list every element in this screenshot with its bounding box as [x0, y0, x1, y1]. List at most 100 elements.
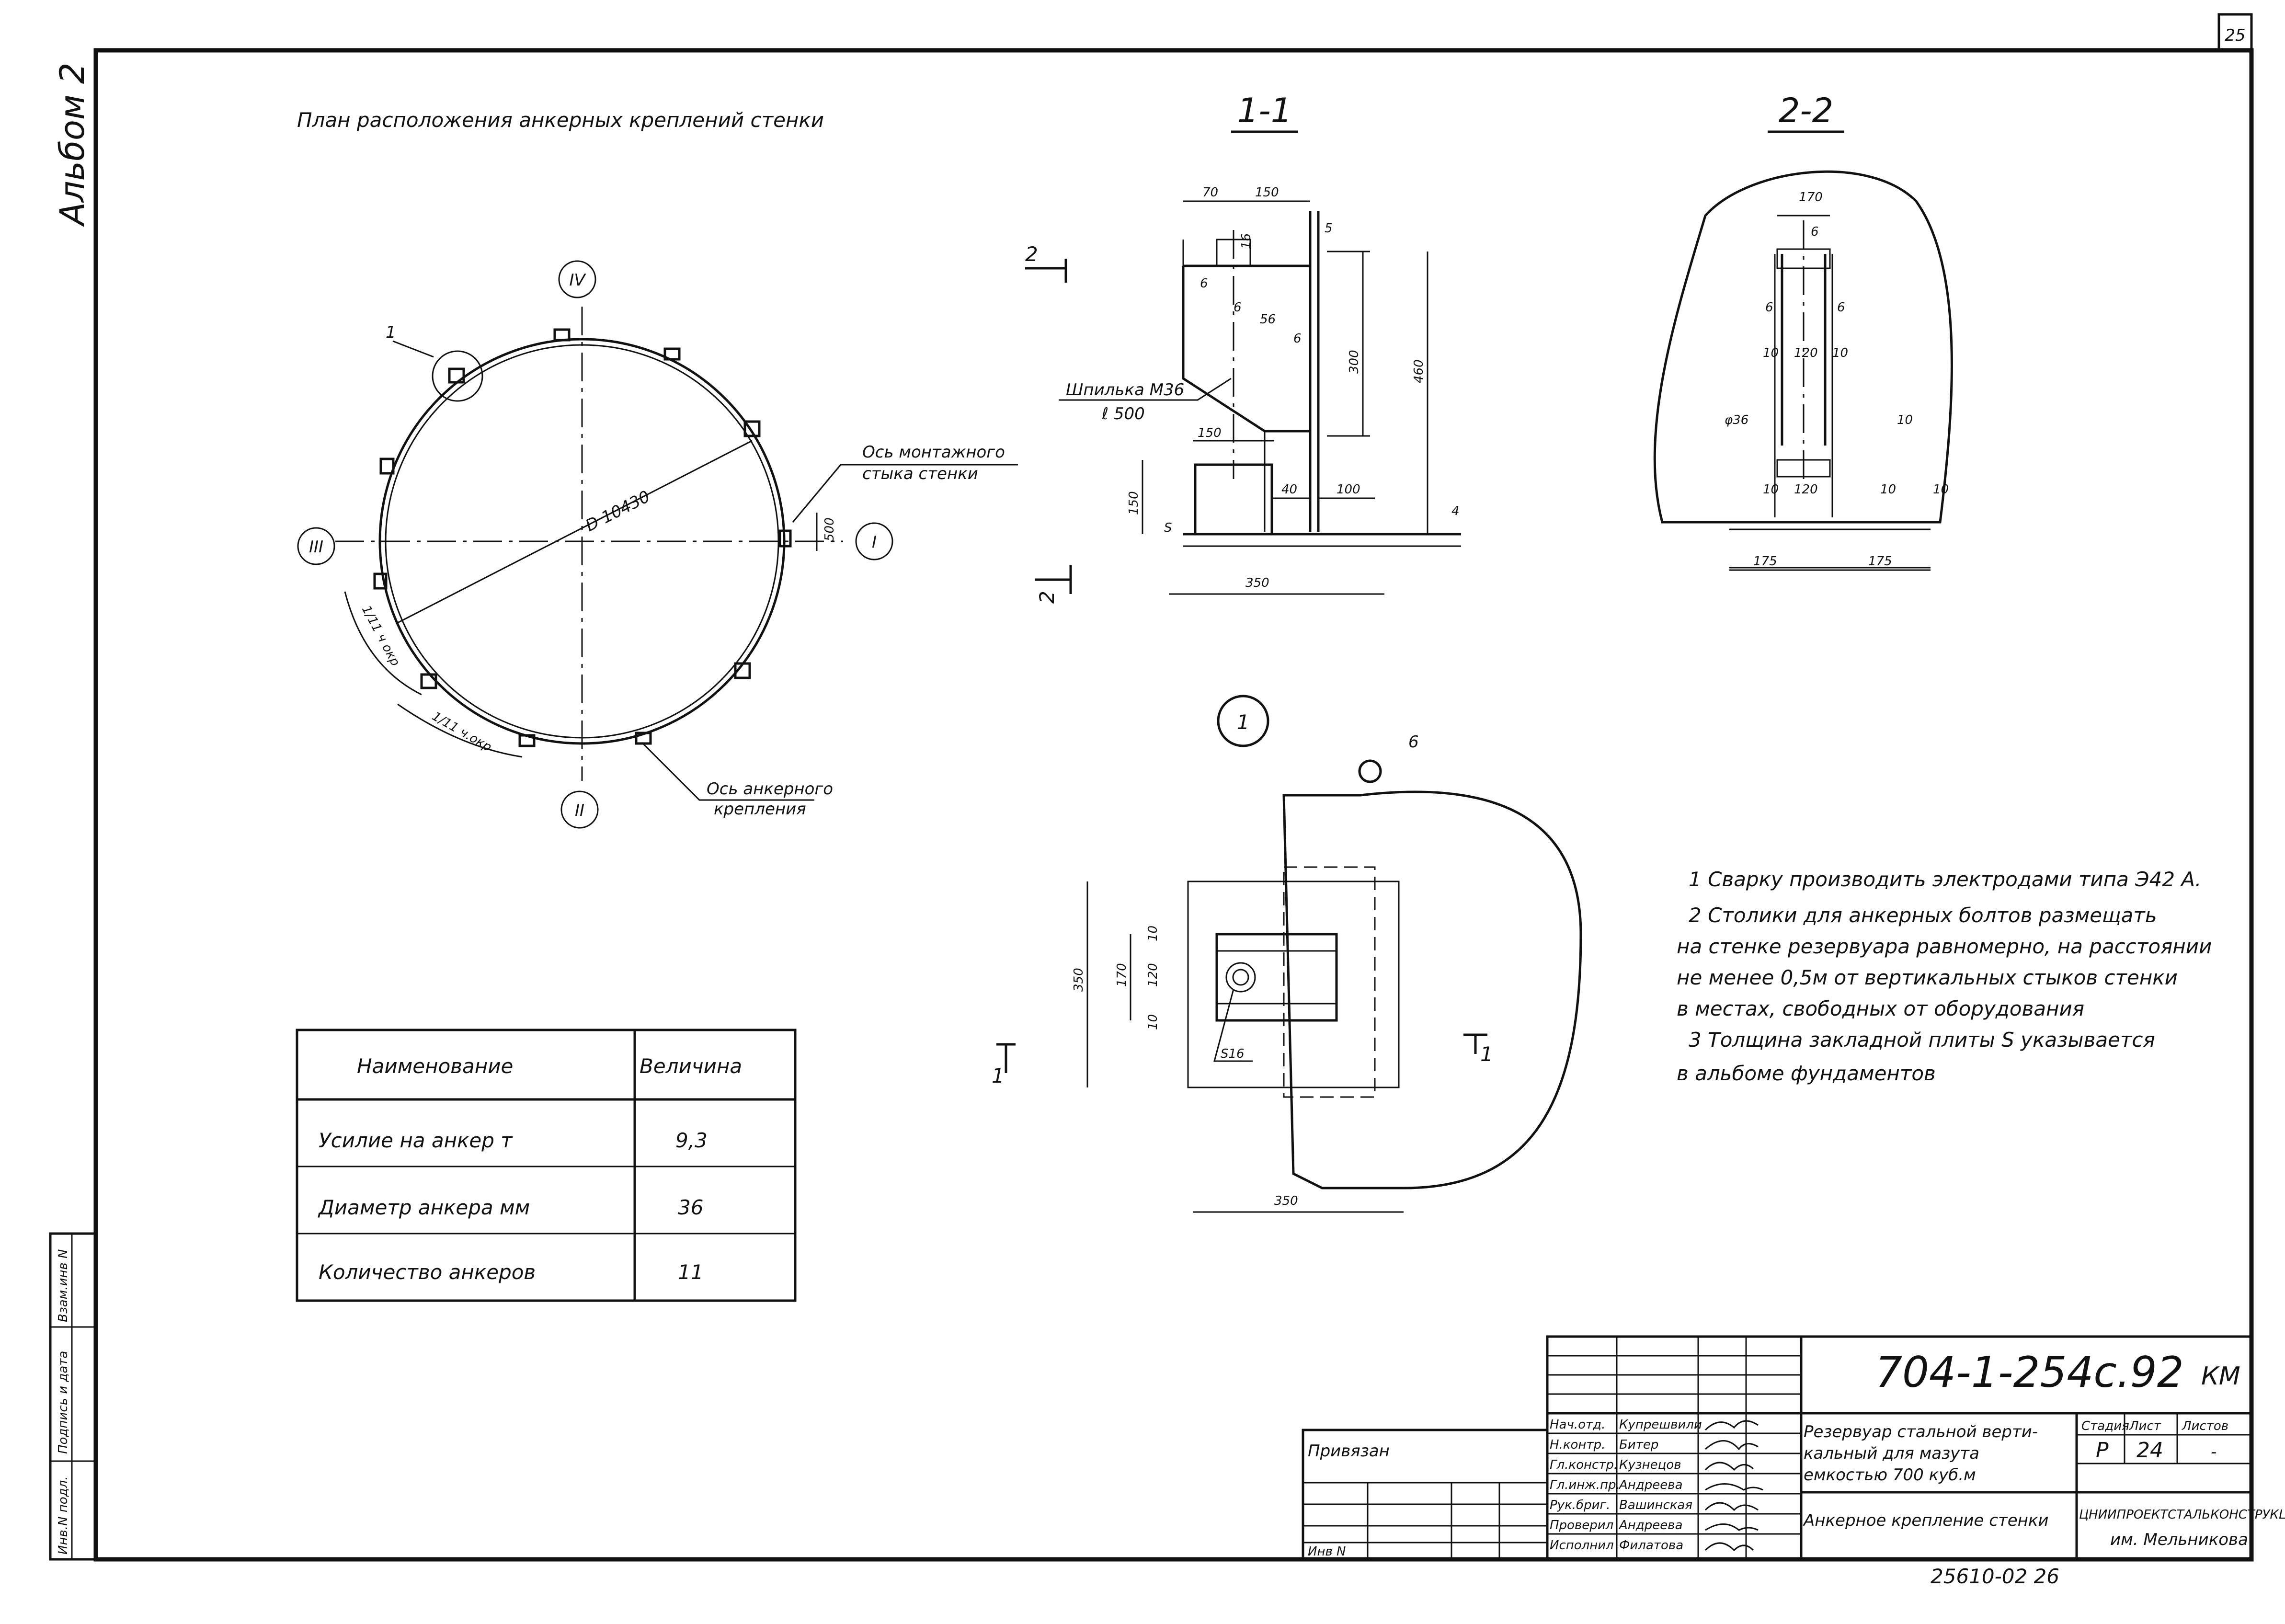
dim-S: S — [1164, 521, 1172, 535]
axis-II-bubble — [560, 790, 599, 829]
section-2-2-title: 2-2 — [1779, 91, 1833, 130]
table-row-3-value: 11 — [678, 1260, 703, 1284]
page-number: 25 — [2225, 26, 2245, 45]
dim-4: 4 — [1451, 504, 1460, 518]
org-line-1: ЦНИИПРОЕКТСТАЛЬКОНСТРУКЦИЯ — [2079, 1508, 2285, 1522]
axis-I-label: I — [872, 533, 877, 552]
node-weld-label: S16 — [1221, 1047, 1245, 1061]
signature-0 — [1704, 1420, 1759, 1431]
dim-2-6c: 6 — [1837, 300, 1845, 315]
sheet-no-value: 24 — [2136, 1438, 2163, 1463]
table-row-1-name: Усилие на анкер т — [319, 1129, 513, 1152]
dim-2-120b: 120 — [1794, 482, 1818, 497]
node-dim-170: 170 — [1115, 963, 1129, 987]
axis-III-label: III — [309, 538, 323, 557]
anchor-axis-label-1: Ось анкерного — [707, 779, 833, 799]
album-label: Альбом 2 — [53, 63, 92, 227]
dim-2-120a: 120 — [1794, 346, 1818, 360]
axis-I-bubble — [855, 522, 893, 560]
arc-label-1: 1/11 ч окр — [359, 603, 402, 668]
role-2: Гл.констр. — [1550, 1458, 1618, 1472]
node-1-circle — [1217, 695, 1269, 747]
table-header-name: Наименование — [357, 1054, 513, 1078]
diameter-line — [397, 440, 753, 624]
note-line-2: 2 Столики для анкерных болтов размещать — [1689, 903, 2157, 927]
dim-2-10b: 10 — [1832, 346, 1848, 360]
table-row-2-value: 36 — [678, 1196, 703, 1219]
section-1-1-title: 1-1 — [1237, 91, 1292, 130]
dim-150-left: 150 — [1127, 491, 1141, 515]
title-inv-n: Инв N — [1308, 1544, 1346, 1559]
arc-label-2: 1/11 ч.окр — [430, 709, 494, 755]
axis-II-label: II — [575, 801, 584, 820]
node-1-outline — [1282, 790, 1582, 1189]
dim-2-175a: 175 — [1753, 554, 1777, 569]
dim-70: 70 — [1202, 185, 1218, 200]
archive-number: 25610-02 26 — [1931, 1565, 2059, 1588]
org-line-2: им. Мельникова — [2110, 1530, 2248, 1549]
dim-150-top: 150 — [1255, 185, 1279, 200]
node-dim-350b: 350 — [1274, 1194, 1298, 1208]
dim-100: 100 — [1337, 482, 1360, 497]
section-2-2-outline — [1653, 170, 1953, 524]
dim-2-10f: 10 — [1933, 482, 1949, 497]
note-line-7: в альбоме фундаментов — [1677, 1062, 1936, 1085]
title-privyazan: Привязан — [1308, 1441, 1390, 1461]
node-1-label: 1 — [1237, 710, 1250, 734]
table-row-2-name: Диаметр анкера мм — [318, 1196, 530, 1219]
dim-460: 460 — [1412, 359, 1426, 383]
dim-6b: 6 — [1293, 332, 1302, 346]
node-dim-120: 120 — [1146, 963, 1160, 987]
dim-150-mid: 150 — [1198, 426, 1222, 440]
section-1-1: 1-1 70 150 16 5 6 56 300 460 150 40 100 — [1025, 91, 1461, 604]
node-1-callout-label: 1 — [386, 323, 396, 342]
anchor-axis-label-2: крепления — [714, 800, 806, 819]
dim-2-phi36: φ36 — [1725, 413, 1748, 427]
dim-300: 300 — [1347, 350, 1361, 374]
role-1: Н.контр. — [1550, 1438, 1605, 1452]
dim-6c: 6 — [1234, 300, 1242, 315]
note-line-3: на стенке резервуара равномерно, на расс… — [1677, 935, 2212, 958]
stage-value: Р — [2096, 1438, 2109, 1463]
cut-2-bottom: 2 — [1035, 591, 1059, 604]
side-stamp-inv: Инв.N подл. — [56, 1476, 70, 1555]
dim-2-10d: 10 — [1763, 482, 1779, 497]
role-0: Нач.отд. — [1550, 1418, 1605, 1432]
side-stamp-sign: Подпись и дата — [56, 1351, 70, 1454]
dim-2-170: 170 — [1799, 190, 1823, 205]
dim-16: 16 — [1239, 233, 1254, 249]
object-line-3: емкостью 700 куб.м — [1804, 1465, 1976, 1485]
axis-IV-bubble — [558, 260, 596, 298]
note-line-6: 3 Толщина закладной плиты S указывается — [1689, 1028, 2155, 1052]
col-sheets: Листов — [2182, 1419, 2228, 1433]
name-5: Андреева — [1618, 1518, 1683, 1533]
signature-3 — [1705, 1483, 1763, 1491]
object-line-2: кальный для мазута — [1804, 1444, 1979, 1463]
page-number-box — [2217, 13, 2253, 52]
note-line-5: в местах, свободных от оборудования — [1677, 997, 2084, 1020]
object-line-1: Резервуар стальной верти- — [1804, 1422, 2038, 1441]
dim-6a: 6 — [1200, 276, 1208, 291]
col-stage: Стадия — [2081, 1419, 2129, 1433]
dim-2-10a: 10 — [1763, 346, 1779, 360]
drawing-mark: КМ — [2201, 1362, 2240, 1391]
signature-1 — [1705, 1440, 1759, 1451]
dim-2-175b: 175 — [1868, 554, 1892, 569]
signature-4 — [1704, 1502, 1759, 1511]
node-mark-6: 6 — [1408, 732, 1419, 752]
dim-2-6a: 6 — [1811, 225, 1819, 239]
name-6: Филатова — [1619, 1538, 1683, 1553]
table-row-3-name: Количество анкеров — [319, 1260, 536, 1284]
node-cut-right: 1 — [1480, 1042, 1493, 1066]
name-3: Андреева — [1618, 1478, 1683, 1492]
mount-axis-label-2: стыка стенки — [862, 464, 978, 483]
side-stamp-replace: Взам.инв N — [56, 1249, 70, 1322]
name-4: Вашинская — [1619, 1498, 1692, 1512]
role-6: Исполнил — [1550, 1538, 1614, 1553]
dim-2-6b: 6 — [1765, 300, 1773, 315]
sheet-title: Анкерное крепление стенки — [1803, 1511, 2049, 1530]
title-block: Привязан Инв N Нач.отд. Н.контр. Гл.конс… — [1302, 1335, 2285, 1588]
table-header-value: Величина — [640, 1054, 742, 1078]
